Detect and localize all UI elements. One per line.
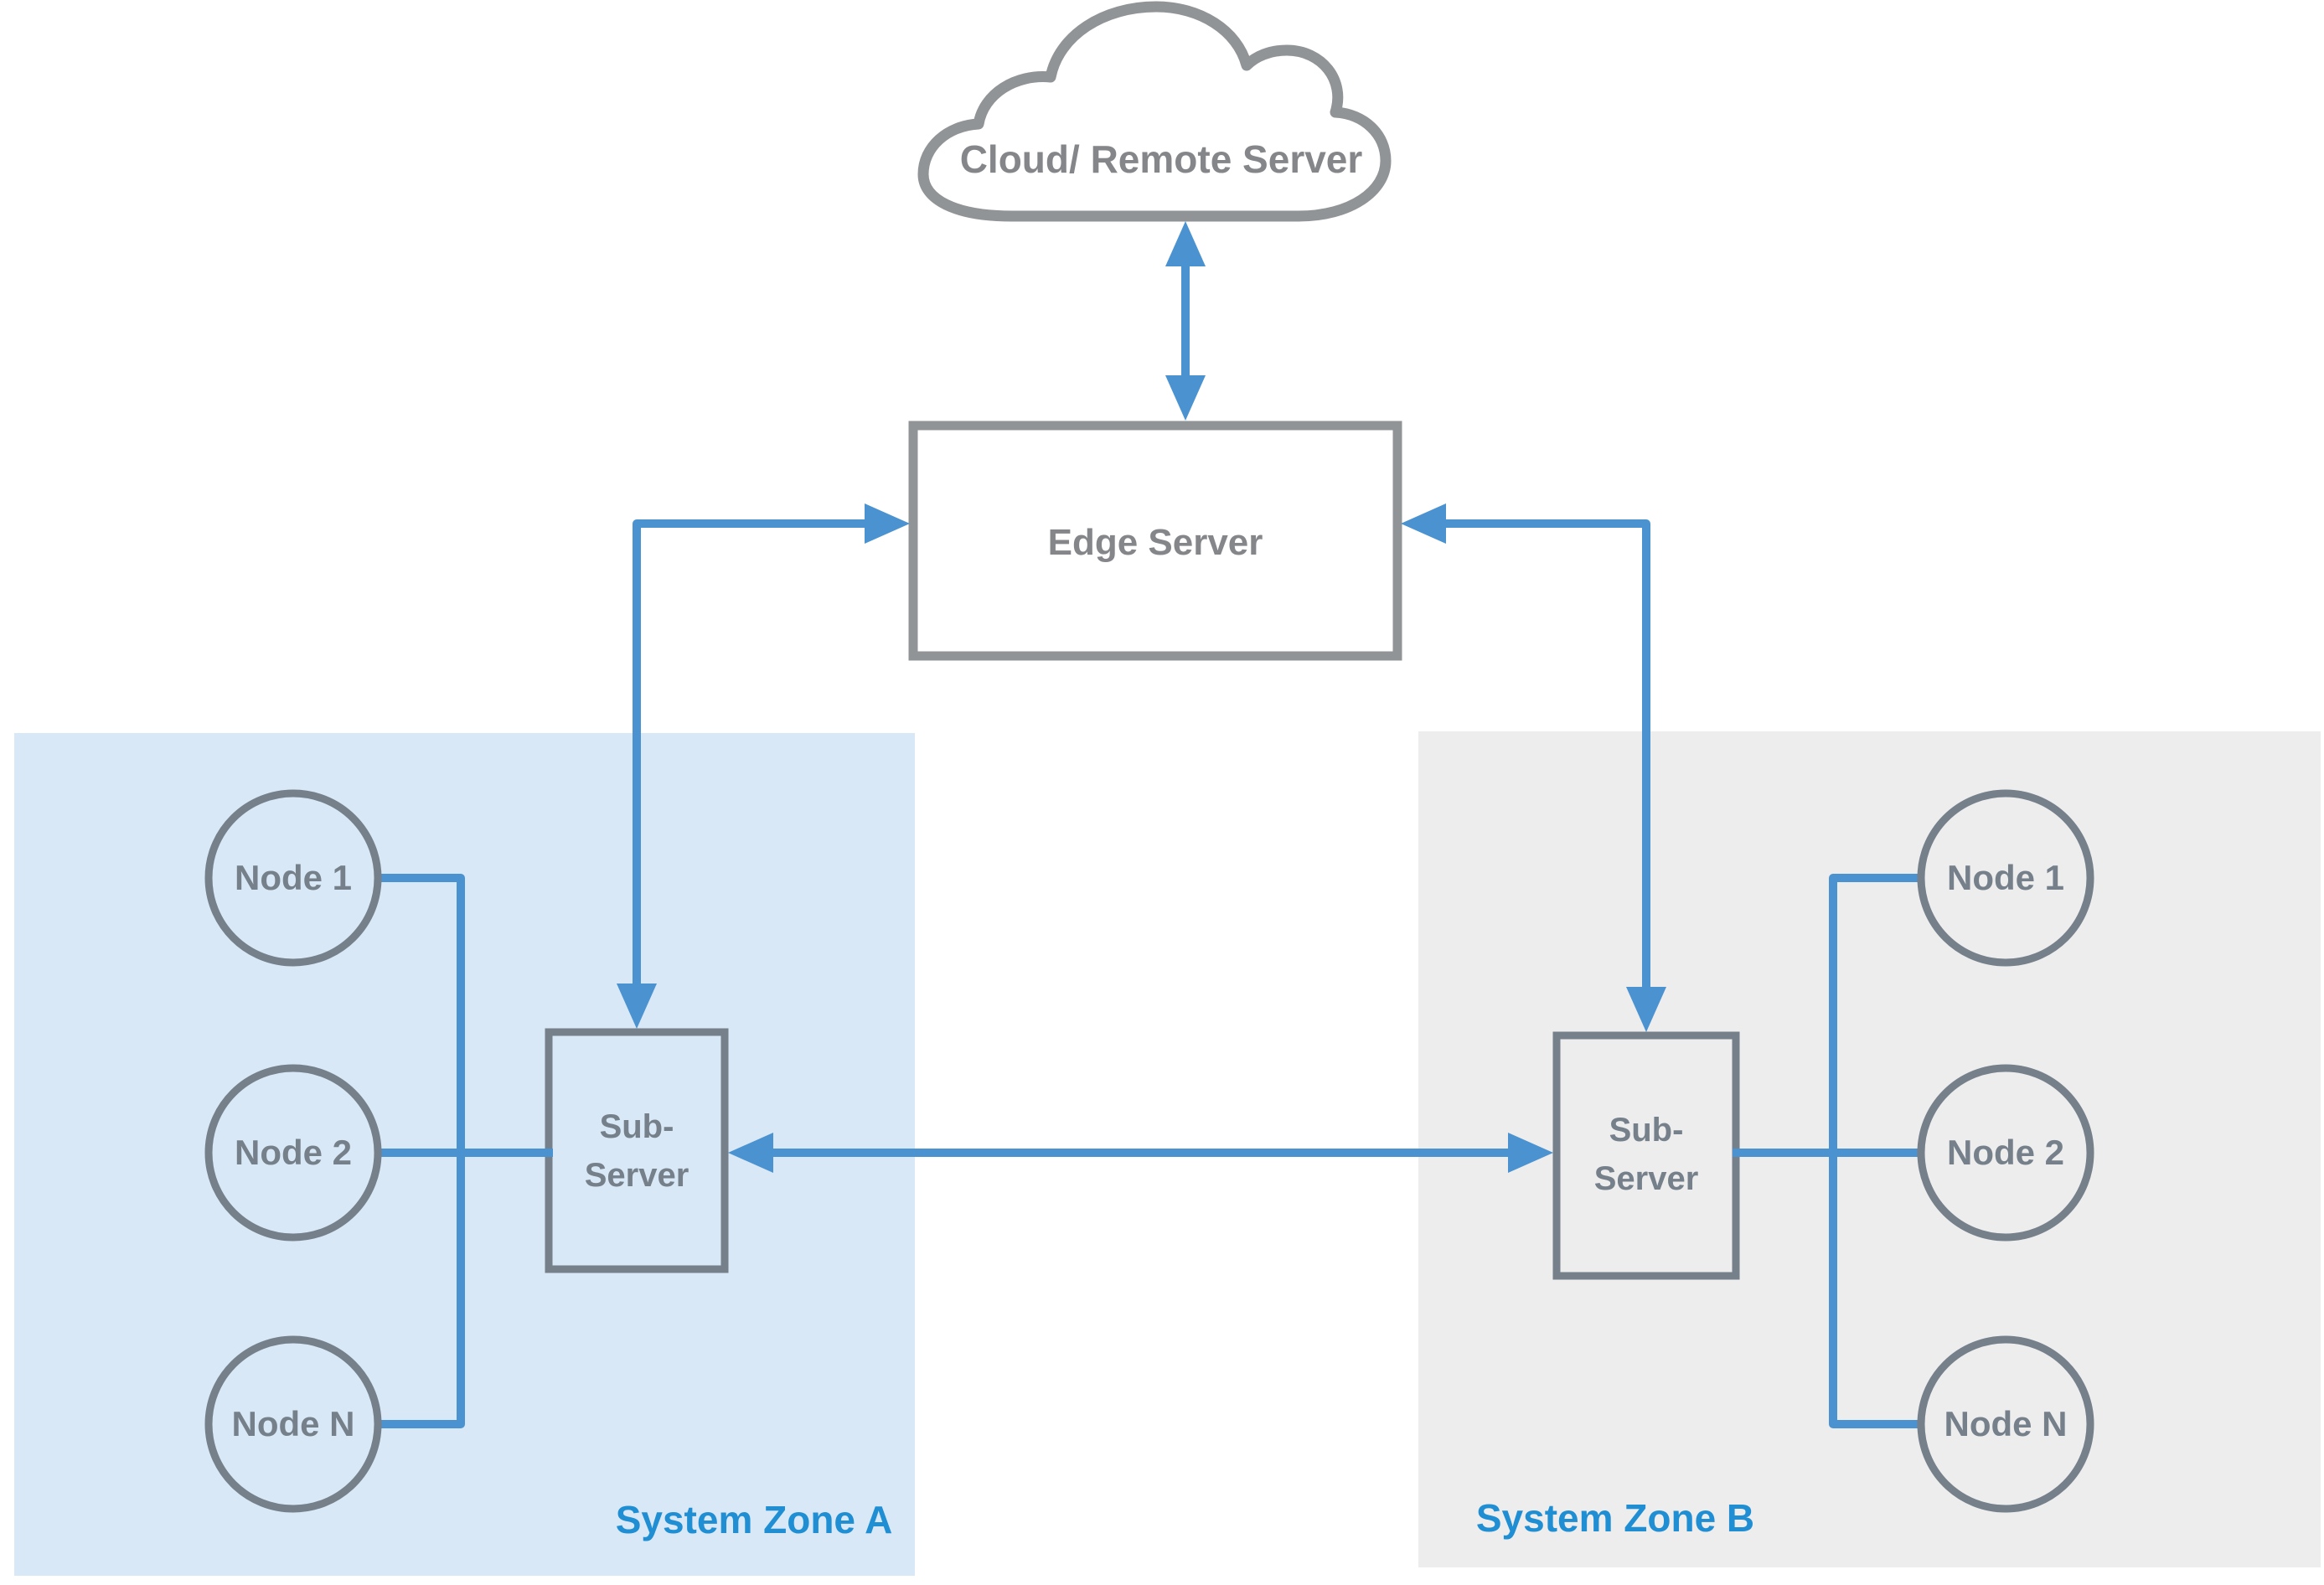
node-2a-circle (204, 1064, 382, 1242)
edge-subserver-a-arrow (617, 503, 910, 1029)
node-1a-circle (204, 789, 382, 967)
subserver-a-b-arrow (728, 1133, 1553, 1173)
edge-server-box (908, 421, 1402, 661)
cloud-shape (917, 1, 1392, 222)
node-nb-circle (1917, 1335, 2094, 1513)
node-na-circle (204, 1335, 382, 1513)
cloud-edge-arrow (1165, 221, 1206, 421)
node-2b-circle (1917, 1064, 2094, 1242)
zone-b-node-bus (1733, 874, 1919, 1428)
zone-a-node-bus (381, 874, 553, 1428)
node-1b-circle (1917, 789, 2094, 967)
sub-server-a-box (545, 1028, 729, 1273)
edge-subserver-b-arrow (1401, 503, 1666, 1032)
sub-server-b-box (1552, 1031, 1740, 1280)
